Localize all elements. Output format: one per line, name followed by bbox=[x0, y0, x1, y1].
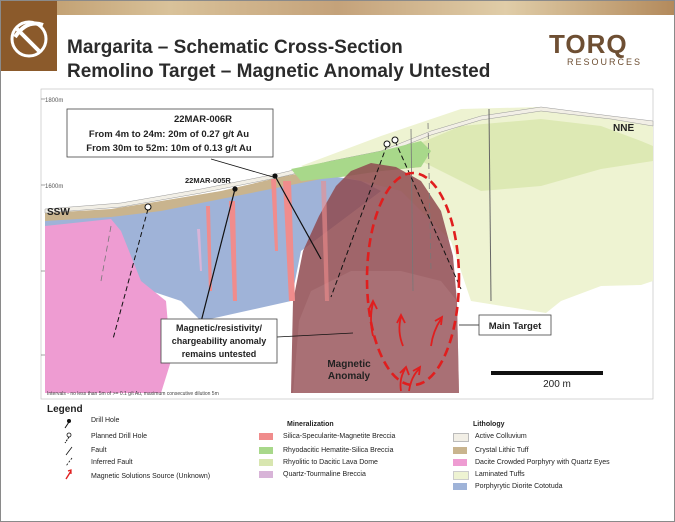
elev-label-1800: 1800m bbox=[45, 98, 63, 104]
planned-drill-hole-trace bbox=[330, 144, 388, 298]
anomaly-note-line3: remains untested bbox=[182, 349, 257, 359]
fault-line bbox=[488, 108, 492, 302]
scale-bar bbox=[491, 371, 603, 375]
anomaly-note-leader bbox=[276, 332, 354, 338]
scale-label: 200 m bbox=[543, 379, 571, 390]
lithology-swatch bbox=[453, 447, 467, 454]
planned-drill-hole-trace bbox=[112, 208, 149, 340]
hole-label-005r: 22MAR-005R bbox=[185, 176, 231, 185]
breccia-streak bbox=[321, 181, 329, 301]
legend-symbols-svg bbox=[64, 419, 73, 480]
breccia-streak bbox=[271, 179, 278, 251]
callout-006r-box bbox=[66, 108, 274, 158]
legend-symbol-label: Planned Drill Hole bbox=[91, 433, 148, 440]
planned-drill-hole-collar bbox=[383, 140, 391, 148]
magnetic-source-arrow-icon bbox=[65, 469, 72, 480]
mineral-label: Silica-Specularite-Magnetite Breccia bbox=[283, 433, 396, 440]
anomaly-note-line2: chargeability anomaly bbox=[172, 336, 267, 346]
anomaly-note-box bbox=[160, 318, 278, 364]
callout-006r-line1: From 4m to 24m: 20m of 0.27 g/t Au bbox=[89, 129, 249, 140]
legend-symbol-label: Magnetic Solutions Source (Unknown) bbox=[91, 473, 211, 480]
planned-drill-hole-collar bbox=[144, 203, 152, 211]
planned-drill-hole-icon bbox=[64, 432, 72, 444]
callout-006r-line2: From 30m to 52m: 10m of 0.13 g/t Au bbox=[86, 143, 252, 154]
mineral-swatch bbox=[259, 433, 273, 440]
fault-line bbox=[410, 128, 414, 292]
main-target-box bbox=[478, 314, 552, 336]
magnetic-source-arrows bbox=[368, 298, 444, 392]
lithology-label: Porphyrytic Diorite Cototuda bbox=[475, 483, 563, 490]
inferred-fault-icon bbox=[65, 457, 73, 467]
lithology-swatch bbox=[453, 459, 467, 466]
decorative-top-band bbox=[1, 1, 674, 15]
mineral-label: Rhyolitic to Dacitic Lava Dome bbox=[283, 459, 378, 466]
dacite-porphyry-unit bbox=[45, 219, 171, 393]
drill-hole-005r-collar bbox=[232, 186, 238, 192]
lithology-swatch bbox=[453, 483, 467, 490]
main-target-ellipse bbox=[365, 171, 461, 387]
planned-drill-hole-trace bbox=[394, 140, 462, 290]
mineral-label: Rhyodacitic Hematite-Silica Breccia bbox=[283, 447, 394, 454]
mineral-swatch bbox=[259, 459, 273, 466]
breccia-streak bbox=[229, 201, 237, 301]
drill-hole-006r-trace bbox=[274, 175, 322, 260]
torq-logo: TORQ RESOURCES bbox=[549, 29, 647, 69]
direction-nne: NNE bbox=[613, 123, 634, 134]
anomaly-lower-zone bbox=[293, 271, 459, 393]
drill-hole-006r-collar bbox=[272, 173, 278, 179]
brand-name: TORQ bbox=[549, 29, 628, 59]
legend-symbol-label: Inferred Fault bbox=[91, 459, 133, 466]
legend-title: Legend bbox=[47, 404, 83, 415]
brand-subtitle: RESOURCES bbox=[567, 57, 643, 67]
planned-drill-hole-collar bbox=[391, 136, 399, 144]
mineralization-title: Mineralization bbox=[287, 421, 334, 428]
magnetic-anomaly-label-2: Anomaly bbox=[328, 371, 371, 382]
lava-dome-unit bbox=[401, 119, 653, 191]
cross-section-svg: 1800m 1600m 1400m 1200m bbox=[40, 88, 654, 401]
inferred-fault-line bbox=[427, 122, 432, 272]
anomaly-note-line1: Magnetic/resistivity/ bbox=[176, 323, 263, 333]
mineral-swatch bbox=[259, 471, 273, 478]
legend-symbol-label: Fault bbox=[91, 447, 107, 454]
breccia-streak bbox=[206, 206, 212, 291]
lithology-swatch bbox=[453, 433, 469, 442]
main-target-label: Main Target bbox=[489, 321, 542, 332]
lithology-label: Dacite Crowded Porphyry with Quartz Eyes bbox=[475, 459, 610, 466]
intervals-footnote: Intervals - no less than 5m of >= 0.1 g/… bbox=[47, 391, 219, 397]
lithology-swatch bbox=[453, 471, 469, 480]
mineral-label: Quartz-Tourmaline Breccia bbox=[283, 471, 366, 478]
pickaxe-icon bbox=[10, 20, 48, 58]
mineral-swatch bbox=[259, 447, 273, 454]
drill-hole-icon bbox=[64, 419, 71, 429]
direction-ssw: SSW bbox=[47, 207, 70, 218]
title-line-1: Margarita – Schematic Cross-Section bbox=[67, 37, 403, 58]
company-logo bbox=[1, 1, 57, 71]
callout-006r-hole: 22MAR-006R bbox=[174, 114, 232, 125]
breccia-streak bbox=[283, 181, 295, 301]
hematite-breccia-band bbox=[291, 141, 431, 181]
tourmaline-breccia-streak bbox=[197, 229, 202, 271]
fault-line-icon bbox=[65, 446, 73, 456]
legend-symbol-label: Drill Hole bbox=[91, 417, 120, 424]
lithology-title: Lithology bbox=[473, 421, 505, 428]
lithology-label: Active Colluvium bbox=[475, 433, 527, 440]
lithology-label: Crystal Lithic Tuff bbox=[475, 447, 529, 454]
title-line-2: Remolino Target – Magnetic Anomaly Untes… bbox=[67, 61, 491, 82]
elev-label-1600: 1600m bbox=[45, 184, 63, 190]
magnetic-anomaly-label-1: Magnetic bbox=[327, 359, 371, 370]
callout-leader-006r bbox=[210, 158, 274, 178]
lithology-label: Laminated Tuffs bbox=[475, 471, 525, 478]
